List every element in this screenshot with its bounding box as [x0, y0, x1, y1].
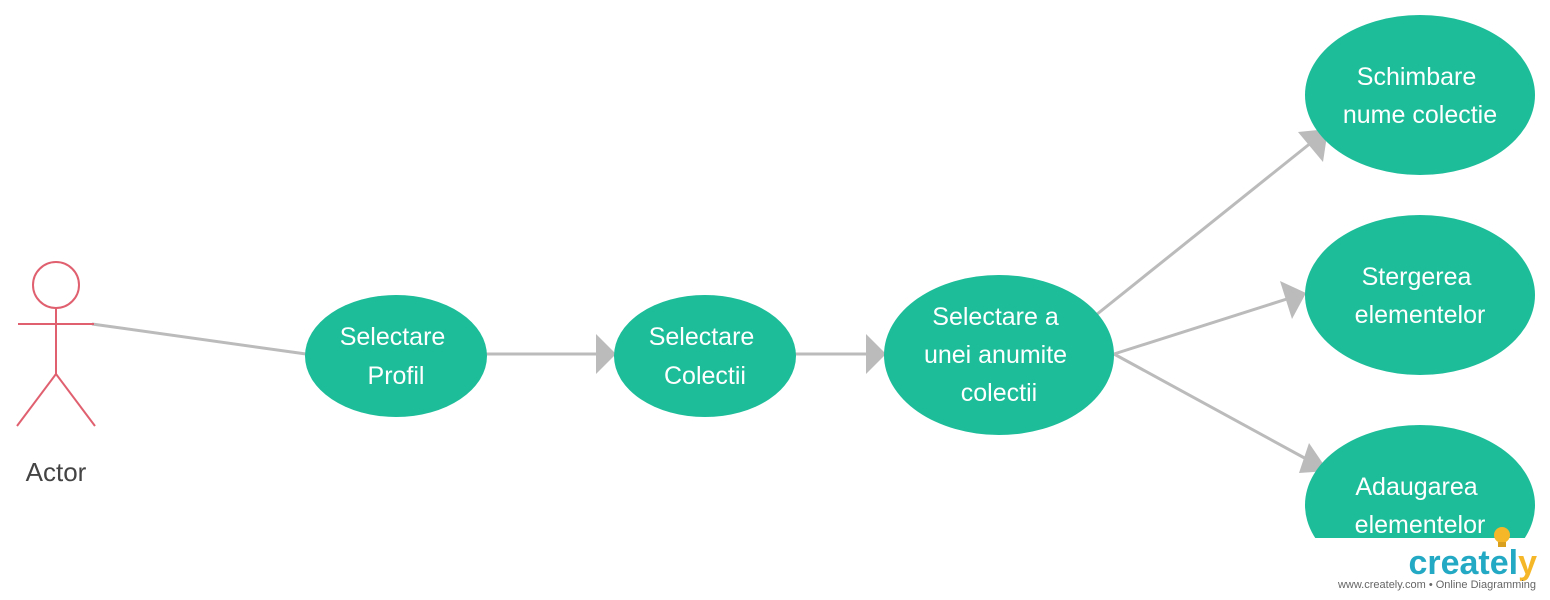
use-case-label: Stergerea elementelor: [1355, 263, 1486, 329]
use-case-selectare-colectii[interactable]: Selectare Colectii: [614, 295, 796, 417]
use-case-label-line: colectii: [961, 379, 1037, 407]
use-case-label: Selectare a unei anumite colectii: [924, 303, 1074, 407]
use-case-label-line: Adaugarea: [1355, 473, 1477, 501]
watermark-brand: creately: [1408, 544, 1537, 582]
use-case-label: Selectare Colectii: [649, 323, 762, 390]
use-case-ellipse: [1305, 215, 1535, 375]
lightbulb-base-icon: [1498, 542, 1506, 547]
creately-watermark: creately www.creately.com • Online Diagr…: [1312, 527, 1544, 594]
use-case-label: Schimbare nume colectie: [1343, 63, 1497, 129]
use-case-label-line: Selectare: [649, 323, 755, 351]
use-case-label-line: Selectare a: [932, 303, 1059, 331]
actor-right-leg-icon: [55, 373, 96, 427]
use-case-label-line: Selectare: [340, 323, 446, 351]
use-case-label-line: Profil: [368, 362, 425, 390]
use-case-label-line: nume colectie: [1343, 101, 1497, 129]
actor-left-leg-icon: [16, 373, 57, 427]
use-case-label-line: Colectii: [664, 362, 746, 390]
use-case-selectare-colectie[interactable]: Selectare a unei anumite colectii: [884, 275, 1114, 435]
edge-colectie-to-stergerea: [1113, 296, 1291, 356]
watermark-backdrop: [1312, 538, 1544, 594]
use-case-ellipse: [1305, 15, 1535, 175]
watermark-brand-end: y: [1518, 544, 1537, 582]
use-case-ellipse: [305, 295, 487, 417]
use-case-stergerea[interactable]: Stergerea elementelor: [1305, 215, 1535, 375]
use-case-label-line: elementelor: [1355, 301, 1486, 329]
use-case-label-line: elementelor: [1355, 511, 1486, 539]
use-case-ellipse: [884, 275, 1114, 435]
use-case-ellipse: [614, 295, 796, 417]
actor-label: Actor: [26, 457, 87, 487]
lightbulb-icon: [1494, 527, 1510, 543]
arrowhead-icon: [1298, 129, 1328, 162]
edge-colectie-to-adaugarea: [1113, 352, 1311, 463]
use-case-label-line: Stergerea: [1362, 263, 1472, 291]
arrowhead-icon: [866, 334, 886, 374]
use-case-label: Adaugarea elementelor: [1355, 473, 1486, 539]
use-case-schimbare-nume[interactable]: Schimbare nume colectie: [1305, 15, 1535, 175]
arrowhead-icon: [1280, 281, 1306, 319]
arrowhead-icon: [596, 334, 616, 374]
use-case-label-line: Schimbare: [1357, 63, 1477, 91]
use-case-selectare-profil[interactable]: Selectare Profil: [305, 295, 487, 417]
actor-figure[interactable]: [16, 261, 96, 427]
use-case-label: Selectare Profil: [340, 323, 453, 390]
use-case-label-line: unei anumite: [924, 341, 1067, 369]
watermark-tagline: www.creately.com • Online Diagramming: [1337, 579, 1536, 591]
actor-head-icon: [32, 261, 80, 309]
edge-actor-to-selectare-profil: [91, 322, 307, 356]
edge-colectie-to-schimbare: [1095, 140, 1313, 317]
watermark-brand-main: createl: [1408, 544, 1518, 582]
